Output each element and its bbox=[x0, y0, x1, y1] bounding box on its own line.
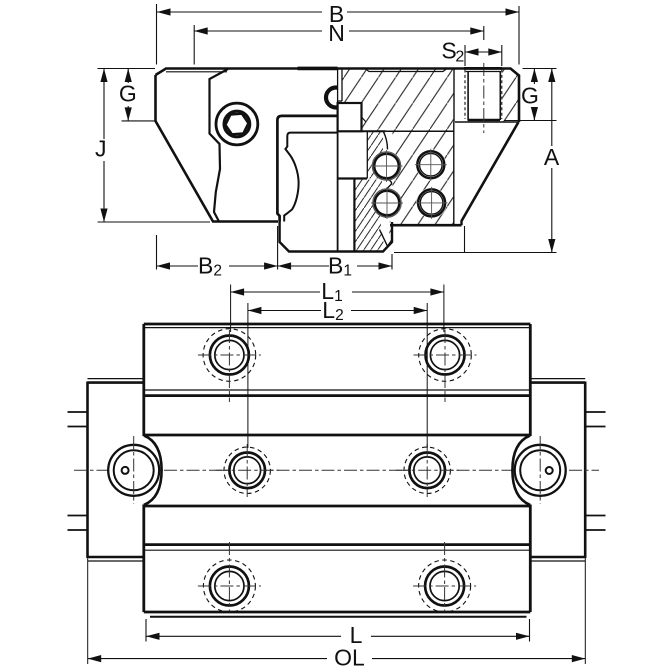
svg-text:G: G bbox=[521, 83, 539, 109]
svg-text:A: A bbox=[544, 144, 560, 170]
svg-text:OL: OL bbox=[334, 645, 365, 670]
svg-text:N: N bbox=[328, 20, 345, 46]
svg-text:2: 2 bbox=[455, 49, 464, 66]
svg-text:G: G bbox=[119, 81, 137, 107]
svg-text:L: L bbox=[350, 622, 363, 648]
svg-text:S: S bbox=[441, 38, 456, 64]
svg-text:B: B bbox=[329, 1, 344, 27]
svg-text:J: J bbox=[95, 136, 107, 162]
